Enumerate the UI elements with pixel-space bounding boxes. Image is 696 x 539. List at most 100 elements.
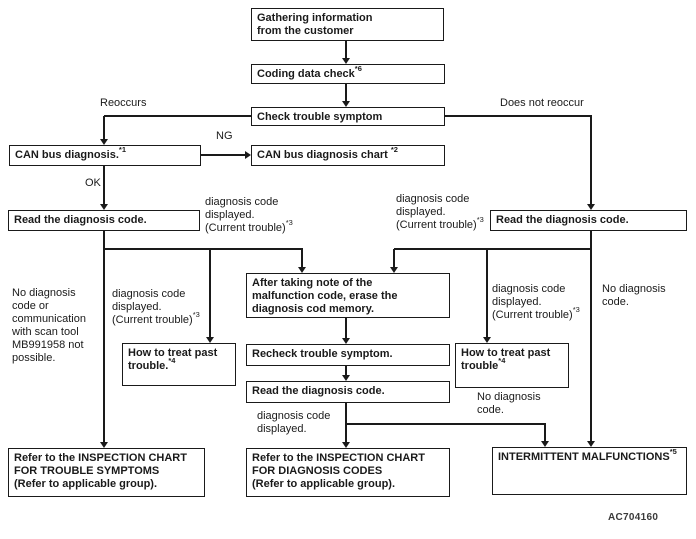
footnote-3-marker: *3 xyxy=(285,218,293,228)
footnote-5-marker: *5 xyxy=(669,447,677,457)
arrow-right-icon xyxy=(244,151,251,159)
label-no-diagnosis-code-right-lower: No diagnosis code. xyxy=(477,391,541,417)
label-reoccurs: Reoccurs xyxy=(100,97,146,110)
node-refer-inspection-diagnosis-codes: Refer to the INSPECTION CHART FOR DIAGNO… xyxy=(246,448,450,497)
arrow-down-icon xyxy=(342,374,350,381)
flow-line-vertical xyxy=(345,403,347,442)
node-intermittent-malfunctions-text: INTERMITTENT MALFUNCTIONS xyxy=(498,451,670,463)
node-can-bus-diagnosis-chart: CAN bus diagnosis chart *2 xyxy=(251,145,445,166)
flow-line-vertical xyxy=(301,249,303,267)
flow-line-horizontal xyxy=(104,115,251,117)
node-read-diagnosis-code-mid: Read the diagnosis code. xyxy=(246,381,450,403)
flow-line-vertical xyxy=(486,249,488,337)
node-refer-inspection-trouble-symptoms: Refer to the INSPECTION CHART FOR TROUBL… xyxy=(8,448,205,497)
arrow-down-icon xyxy=(342,100,350,107)
footnote-2-marker: *2 xyxy=(390,145,398,155)
arrow-down-icon xyxy=(100,138,108,145)
flow-line-vertical xyxy=(393,249,395,267)
arrow-down-icon xyxy=(390,266,398,273)
node-read-diagnosis-code-left: Read the diagnosis code. xyxy=(8,210,200,231)
label-ng-text: NG xyxy=(216,130,233,142)
label-text: diagnosis code displayed. (Current troub… xyxy=(112,288,193,326)
node-read-diagnosis-code-right: Read the diagnosis code. xyxy=(490,210,687,231)
node-can-bus-diagnosis: CAN bus diagnosis.*1 xyxy=(9,145,201,166)
figure-code-text: AC704160 xyxy=(608,512,659,523)
node-treat-past-trouble-right-text: How to treat past trouble xyxy=(461,347,551,372)
arrow-down-icon xyxy=(587,203,595,210)
label-diag-code-displayed-right-mid: diagnosis code displayed. (Current troub… xyxy=(492,283,588,322)
label-does-not-reoccur: Does not reoccur xyxy=(500,97,584,110)
node-erase-diagnosis-memory-text: After taking note of the malfunction cod… xyxy=(252,277,398,315)
node-treat-past-trouble-left-text: How to treat past trouble. xyxy=(128,347,218,372)
node-treat-past-trouble-right: How to treat past trouble*4 xyxy=(455,343,569,388)
footnote-3-marker: *3 xyxy=(572,305,580,315)
arrow-down-icon xyxy=(483,336,491,343)
label-ng: NG xyxy=(216,130,233,143)
arrow-down-icon xyxy=(100,441,108,448)
node-read-diagnosis-code-mid-text: Read the diagnosis code. xyxy=(252,385,385,397)
arrow-down-icon xyxy=(342,57,350,64)
arrow-down-icon xyxy=(100,203,108,210)
flow-line-vertical xyxy=(345,318,347,338)
flow-line-vertical xyxy=(590,116,592,204)
flow-line-vertical xyxy=(345,41,347,58)
label-text: No diagnosis code. xyxy=(602,283,666,308)
label-text: diagnosis code displayed. (Current troub… xyxy=(492,283,573,321)
label-text: diagnosis code displayed. (Current troub… xyxy=(205,196,286,234)
flow-line-vertical xyxy=(103,116,105,139)
flow-line-horizontal xyxy=(394,248,591,250)
flow-line-vertical xyxy=(103,230,105,442)
node-intermittent-malfunctions: INTERMITTENT MALFUNCTIONS*5 xyxy=(492,447,687,495)
figure-code: AC704160 xyxy=(608,512,658,523)
label-text: diagnosis code displayed. (Current troub… xyxy=(396,193,477,231)
label-ok: OK xyxy=(85,177,101,190)
label-text: diagnosis code displayed. xyxy=(257,410,331,435)
node-gathering-information: Gathering information from the customer xyxy=(251,8,444,41)
arrow-down-icon xyxy=(206,336,214,343)
node-coding-data-check-text: Coding data check xyxy=(257,68,355,80)
flow-line-vertical xyxy=(590,230,592,441)
flow-line-vertical xyxy=(544,424,546,441)
flow-line-horizontal xyxy=(347,423,546,425)
label-diag-code-displayed-bottom: diagnosis code displayed. xyxy=(257,410,330,436)
footnote-4-marker: *4 xyxy=(498,356,506,366)
label-text: No diagnosis code. xyxy=(477,391,541,416)
label-diag-code-displayed-left-mid: diagnosis code displayed. (Current troub… xyxy=(112,288,220,327)
label-diag-code-displayed-right-top: diagnosis code displayed. (Current troub… xyxy=(396,193,484,232)
node-coding-data-check: Coding data check*6 xyxy=(251,64,445,84)
node-erase-diagnosis-memory: After taking note of the malfunction cod… xyxy=(246,273,450,318)
arrow-down-icon xyxy=(342,337,350,344)
arrow-down-icon xyxy=(298,266,306,273)
node-gathering-information-text: Gathering information from the customer xyxy=(257,12,373,37)
node-recheck-trouble-symptom: Recheck trouble symptom. xyxy=(246,344,450,366)
footnote-3-marker: *3 xyxy=(192,310,200,320)
flow-line-vertical xyxy=(103,166,105,204)
label-ok-text: OK xyxy=(85,177,101,189)
label-reoccurs-text: Reoccurs xyxy=(100,97,147,109)
footnote-1-marker: *1 xyxy=(118,145,126,155)
flow-line-vertical xyxy=(209,249,211,337)
flow-line-horizontal xyxy=(445,115,592,117)
label-does-not-reoccur-text: Does not reoccur xyxy=(500,97,584,109)
label-diag-code-displayed-left-top: diagnosis code displayed. (Current troub… xyxy=(205,196,293,235)
label-no-diagnosis-code-right-upper: No diagnosis code. xyxy=(602,283,666,309)
label-no-diagnosis-communication-note: No diagnosis code or communication with … xyxy=(12,287,104,365)
flow-line-horizontal xyxy=(104,248,303,250)
flow-line-vertical xyxy=(345,366,347,375)
node-read-diagnosis-code-right-text: Read the diagnosis code. xyxy=(496,214,629,226)
node-refer-inspection-trouble-symptoms-text: Refer to the INSPECTION CHART FOR TROUBL… xyxy=(14,452,187,490)
node-read-diagnosis-code-left-text: Read the diagnosis code. xyxy=(14,214,147,226)
arrow-down-icon xyxy=(342,441,350,448)
node-check-trouble-symptom: Check trouble symptom xyxy=(251,107,445,126)
label-text: No diagnosis code or communication with … xyxy=(12,287,86,364)
arrow-down-icon xyxy=(541,440,549,447)
arrow-down-icon xyxy=(587,440,595,447)
node-recheck-trouble-symptom-text: Recheck trouble symptom. xyxy=(252,348,393,360)
footnote-3-marker: *3 xyxy=(476,215,484,225)
node-treat-past-trouble-left: How to treat past trouble.*4 xyxy=(122,343,236,386)
footnote-6-marker: *6 xyxy=(354,64,362,74)
node-refer-inspection-diagnosis-codes-text: Refer to the INSPECTION CHART FOR DIAGNO… xyxy=(252,452,425,490)
footnote-4-marker: *4 xyxy=(168,356,176,366)
node-can-bus-diagnosis-chart-text: CAN bus diagnosis chart xyxy=(257,149,391,161)
